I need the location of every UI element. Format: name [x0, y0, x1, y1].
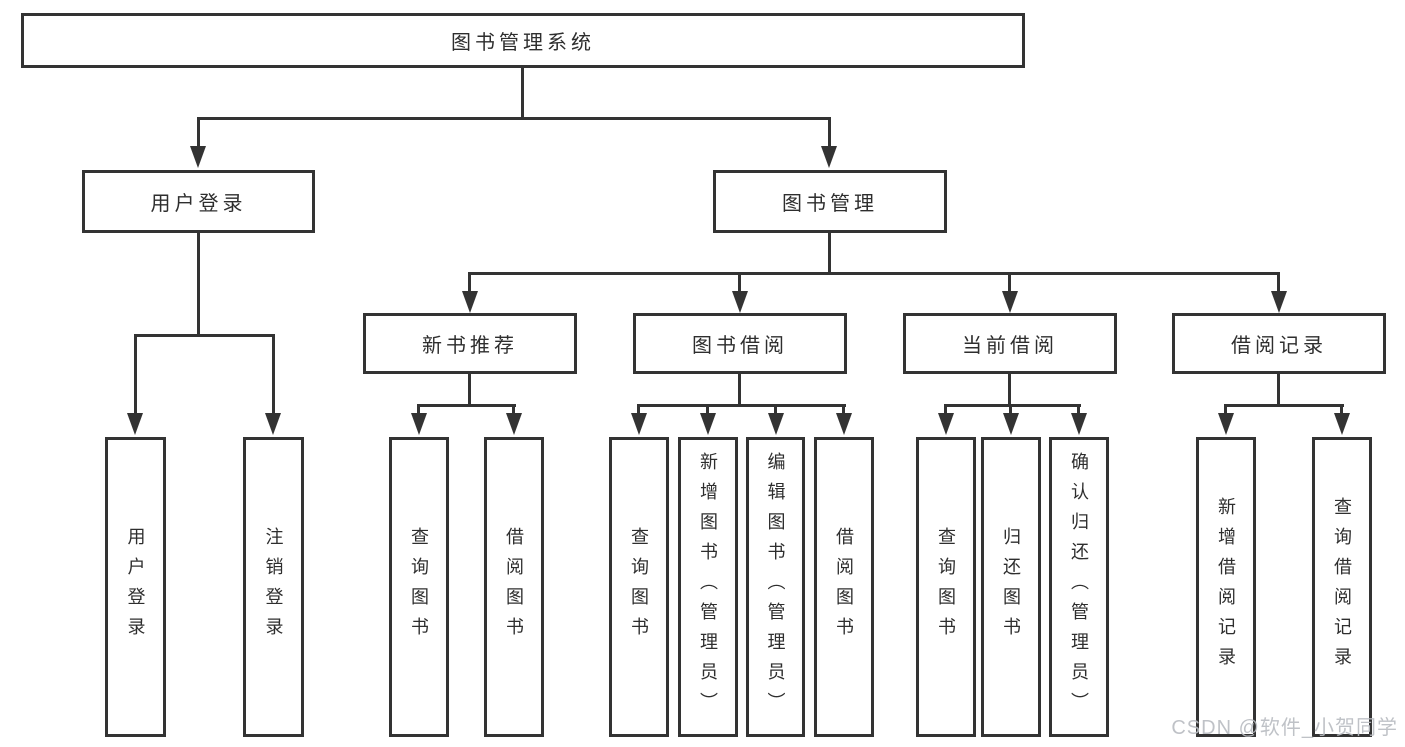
connector-hline — [638, 404, 846, 407]
arrow-down-icon — [938, 413, 954, 435]
arrow-down-icon — [1002, 291, 1018, 313]
arrow-down-icon — [1334, 413, 1350, 435]
connector-vline — [706, 404, 709, 415]
connector-hline — [469, 272, 1279, 275]
connector-hline — [134, 334, 275, 337]
connector-vline — [468, 272, 471, 293]
connector-vline — [468, 373, 471, 406]
node-leaf-add-book-admin: 新增图书（管理员） — [678, 437, 738, 737]
connector-vline — [197, 117, 200, 148]
connector-vline — [828, 117, 831, 148]
connector-vline — [1277, 373, 1280, 406]
node-leaf-add-borrow-record: 新增借阅记录 — [1196, 437, 1256, 737]
node-book-management: 图书管理 — [713, 170, 947, 233]
node-leaf-logout: 注销登录 — [243, 437, 304, 737]
node-leaf-query-books-current: 查询图书 — [916, 437, 976, 737]
node-leaf-user-login: 用户登录 — [105, 437, 166, 737]
connector-vline — [1008, 272, 1011, 293]
node-leaf-query-borrow-record: 查询借阅记录 — [1312, 437, 1372, 737]
node-borrowing-records: 借阅记录 — [1172, 313, 1386, 374]
node-leaf-return-books: 归还图书 — [981, 437, 1041, 737]
connector-hline — [1225, 404, 1344, 407]
node-current-borrowing: 当前借阅 — [903, 313, 1117, 374]
connector-vline — [1009, 404, 1012, 415]
connector-vline — [738, 272, 741, 293]
node-leaf-borrow-books: 借阅图书 — [814, 437, 874, 737]
arrow-down-icon — [190, 146, 206, 168]
arrow-down-icon — [127, 413, 143, 435]
connector-vline — [521, 68, 524, 118]
connector-hline — [197, 117, 831, 120]
arrow-down-icon — [700, 413, 716, 435]
node-library-management-system: 图书管理系统 — [21, 13, 1025, 68]
connector-vline — [1340, 404, 1343, 415]
connector-vline — [417, 404, 420, 415]
arrow-down-icon — [265, 413, 281, 435]
node-book-borrowing: 图书借阅 — [633, 313, 847, 374]
arrow-down-icon — [1003, 413, 1019, 435]
watermark-text: CSDN @软件_小贺同学 — [1171, 717, 1398, 739]
connector-vline — [1008, 373, 1011, 406]
connector-vline — [272, 334, 275, 415]
node-leaf-query-books-borrowing: 查询图书 — [609, 437, 669, 737]
connector-vline — [774, 404, 777, 415]
node-leaf-confirm-return-admin: 确认归还（管理员） — [1049, 437, 1109, 737]
connector-hline — [945, 404, 1081, 407]
node-new-book-recommend: 新书推荐 — [363, 313, 577, 374]
node-leaf-query-books-recommend: 查询图书 — [389, 437, 449, 737]
arrow-down-icon — [1218, 413, 1234, 435]
connector-vline — [197, 232, 200, 337]
arrow-down-icon — [411, 413, 427, 435]
arrow-down-icon — [732, 291, 748, 313]
arrow-down-icon — [631, 413, 647, 435]
connector-vline — [134, 334, 137, 415]
arrow-down-icon — [1071, 413, 1087, 435]
connector-vline — [1277, 272, 1280, 293]
connector-vline — [1077, 404, 1080, 415]
arrow-down-icon — [506, 413, 522, 435]
connector-vline — [512, 404, 515, 415]
connector-vline — [944, 404, 947, 415]
arrow-down-icon — [836, 413, 852, 435]
arrow-down-icon — [1271, 291, 1287, 313]
connector-vline — [842, 404, 845, 415]
arrow-down-icon — [821, 146, 837, 168]
node-leaf-edit-book-admin: 编辑图书（管理员） — [746, 437, 805, 737]
connector-hline — [418, 404, 516, 407]
arrow-down-icon — [462, 291, 478, 313]
connector-vline — [738, 373, 741, 406]
connector-vline — [828, 232, 831, 275]
arrow-down-icon — [768, 413, 784, 435]
connector-vline — [637, 404, 640, 415]
node-leaf-borrow-books-recommend: 借阅图书 — [484, 437, 544, 737]
node-user-login: 用户登录 — [82, 170, 315, 233]
connector-vline — [1224, 404, 1227, 415]
